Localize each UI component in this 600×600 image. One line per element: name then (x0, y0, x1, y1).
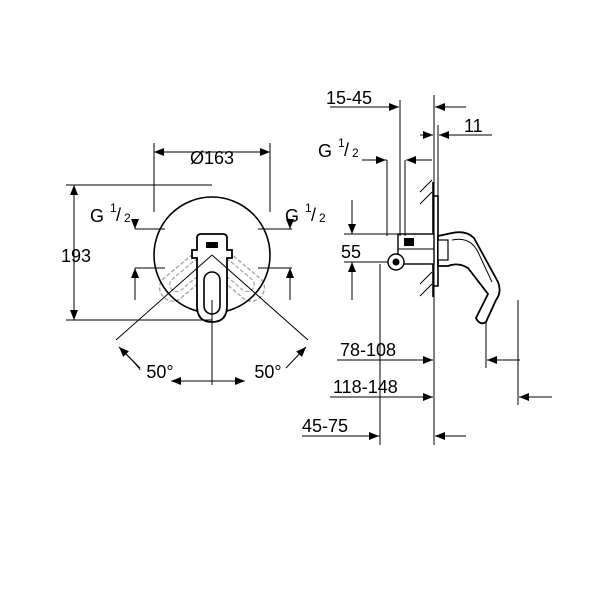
angle-left-label: 50° (146, 362, 173, 382)
svg-text:/: / (116, 205, 121, 225)
svg-text:1: 1 (305, 201, 312, 215)
svg-text:G: G (318, 141, 332, 161)
svg-text:1: 1 (110, 201, 117, 215)
dim-118-148-label: 118-148 (333, 377, 398, 397)
svg-text:G: G (90, 206, 104, 226)
dim-15-45-label: 15-45 (326, 88, 372, 108)
dim-78-108-label: 78-108 (340, 340, 396, 360)
svg-text:G: G (285, 206, 299, 226)
angle-right-label: 50° (254, 362, 281, 382)
svg-text:1: 1 (338, 136, 345, 150)
dim-11-label: 11 (464, 116, 483, 136)
diameter-label: Ø163 (190, 148, 234, 168)
thread-right-label: G 1 / 2 (285, 201, 326, 226)
svg-text:/: / (344, 140, 349, 160)
side-view: 15-45 11 G 1 / 2 55 78-108 118 (302, 88, 552, 445)
thread-left-label: G 1 / 2 (90, 201, 131, 226)
svg-text:2: 2 (352, 146, 359, 160)
dim-55-label: 55 (341, 242, 361, 262)
lever-logo (206, 242, 218, 248)
svg-text:2: 2 (124, 211, 131, 225)
thread-side-label: G 1 / 2 (318, 136, 359, 161)
dim-45-75-label: 45-75 (302, 416, 348, 436)
front-view: Ø163 193 G 1 / 2 G 1 / 2 (61, 143, 326, 385)
height-label: 193 (61, 246, 91, 266)
svg-text:/: / (311, 205, 316, 225)
svg-text:2: 2 (319, 211, 326, 225)
wall-hatch (419, 179, 433, 297)
